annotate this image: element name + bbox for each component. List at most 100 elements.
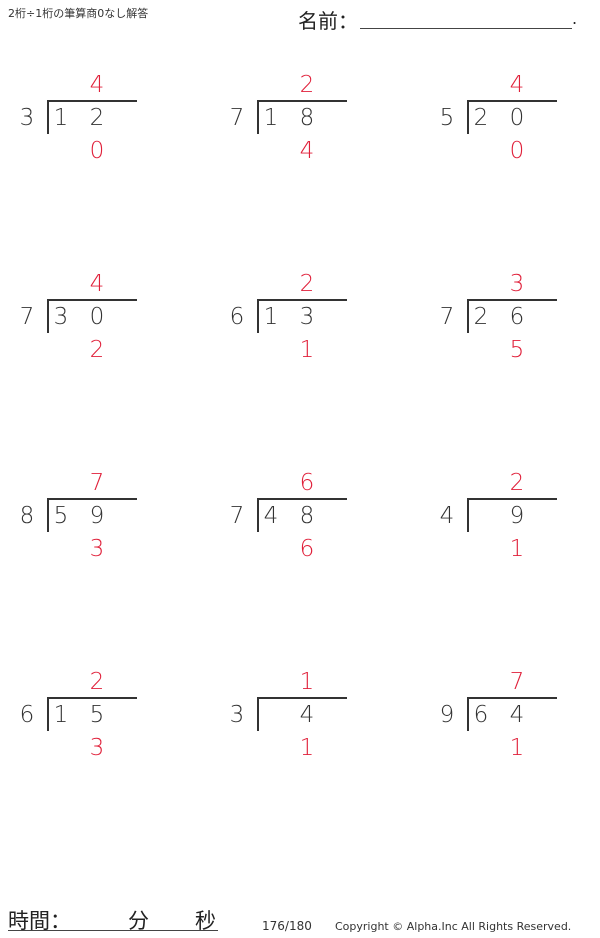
name-end-mark: .: [572, 9, 578, 28]
remainder: 1: [509, 536, 525, 562]
divisor: 4: [439, 503, 455, 529]
divisor: 7: [229, 503, 245, 529]
quotient: 6: [299, 470, 315, 496]
division-bracket: [47, 697, 49, 731]
dividend-tens: 1: [53, 702, 69, 728]
division-bar: [467, 697, 557, 699]
dividend-tens: 6: [473, 702, 489, 728]
dividend-tens: 1: [263, 105, 279, 131]
division-bar: [467, 100, 557, 102]
divisor: 7: [229, 105, 245, 131]
dividend-tens: 1: [53, 105, 69, 131]
division-bracket: [257, 299, 259, 333]
divisor: 7: [439, 304, 455, 330]
dividend-tens: 5: [53, 503, 69, 529]
division-bar: [47, 498, 137, 500]
division-bar: [47, 100, 137, 102]
dividend-ones: 8: [299, 503, 315, 529]
remainder: 3: [89, 735, 105, 761]
dividend-tens: 3: [53, 304, 69, 330]
quotient: 1: [299, 669, 315, 695]
dividend-ones: 9: [89, 503, 105, 529]
name-input-line[interactable]: [360, 28, 572, 29]
division-bar: [467, 498, 557, 500]
division-bar: [257, 299, 347, 301]
dividend-tens: 1: [263, 304, 279, 330]
dividend-ones: 4: [299, 702, 315, 728]
quotient: 3: [509, 271, 525, 297]
remainder: 0: [89, 138, 105, 164]
division-bar: [257, 100, 347, 102]
divisor: 9: [439, 702, 455, 728]
remainder: 1: [299, 337, 315, 363]
division-bar: [257, 498, 347, 500]
quotient: 2: [509, 470, 525, 496]
division-bracket: [47, 100, 49, 134]
division-bar: [47, 697, 137, 699]
quotient: 2: [89, 669, 105, 695]
remainder: 2: [89, 337, 105, 363]
worksheet-title: 2桁÷1桁の筆算商0なし解答: [8, 7, 149, 20]
copyright: Copyright © Alpha.Inc All Rights Reserve…: [335, 920, 572, 933]
division-bracket: [467, 299, 469, 333]
division-bar: [467, 299, 557, 301]
remainder: 5: [509, 337, 525, 363]
remainder: 1: [509, 735, 525, 761]
dividend-ones: 0: [509, 105, 525, 131]
quotient: 2: [299, 72, 315, 98]
division-bracket: [467, 100, 469, 134]
remainder: 3: [89, 536, 105, 562]
dividend-ones: 2: [89, 105, 105, 131]
time-field: 時間： 分 秒: [8, 905, 218, 933]
divisor: 8: [19, 503, 35, 529]
dividend-tens: 2: [473, 105, 489, 131]
divisor: 3: [229, 702, 245, 728]
time-label: 時間：: [8, 909, 71, 933]
division-bar: [257, 697, 347, 699]
quotient: 2: [299, 271, 315, 297]
division-bracket: [467, 697, 469, 731]
division-bracket: [257, 498, 259, 532]
divisor: 6: [19, 702, 35, 728]
remainder: 4: [299, 138, 315, 164]
dividend-ones: 0: [89, 304, 105, 330]
divisor: 3: [19, 105, 35, 131]
division-problem: 3 4 1 1: [227, 671, 407, 807]
remainder: 1: [299, 735, 315, 761]
dividend-ones: 4: [509, 702, 525, 728]
dividend-tens: 4: [263, 503, 279, 529]
remainder: 0: [509, 138, 525, 164]
remainder: 6: [299, 536, 315, 562]
minutes-label: 分: [128, 909, 149, 933]
dividend-tens: 2: [473, 304, 489, 330]
divisor: 7: [19, 304, 35, 330]
dividend-ones: 6: [509, 304, 525, 330]
dividend-ones: 9: [509, 503, 525, 529]
division-bracket: [257, 100, 259, 134]
division-problem: 4 9 2 1: [437, 472, 600, 608]
page-number: 176/180: [262, 919, 312, 933]
dividend-ones: 8: [299, 105, 315, 131]
quotient: 7: [509, 669, 525, 695]
quotient: 4: [89, 72, 105, 98]
dividend-ones: 3: [299, 304, 315, 330]
division-bar: [47, 299, 137, 301]
quotient: 4: [89, 271, 105, 297]
division-bracket: [467, 498, 469, 532]
quotient: 7: [89, 470, 105, 496]
divisor: 5: [439, 105, 455, 131]
divisor: 6: [229, 304, 245, 330]
division-bracket: [47, 299, 49, 333]
division-bracket: [257, 697, 259, 731]
quotient: 4: [509, 72, 525, 98]
